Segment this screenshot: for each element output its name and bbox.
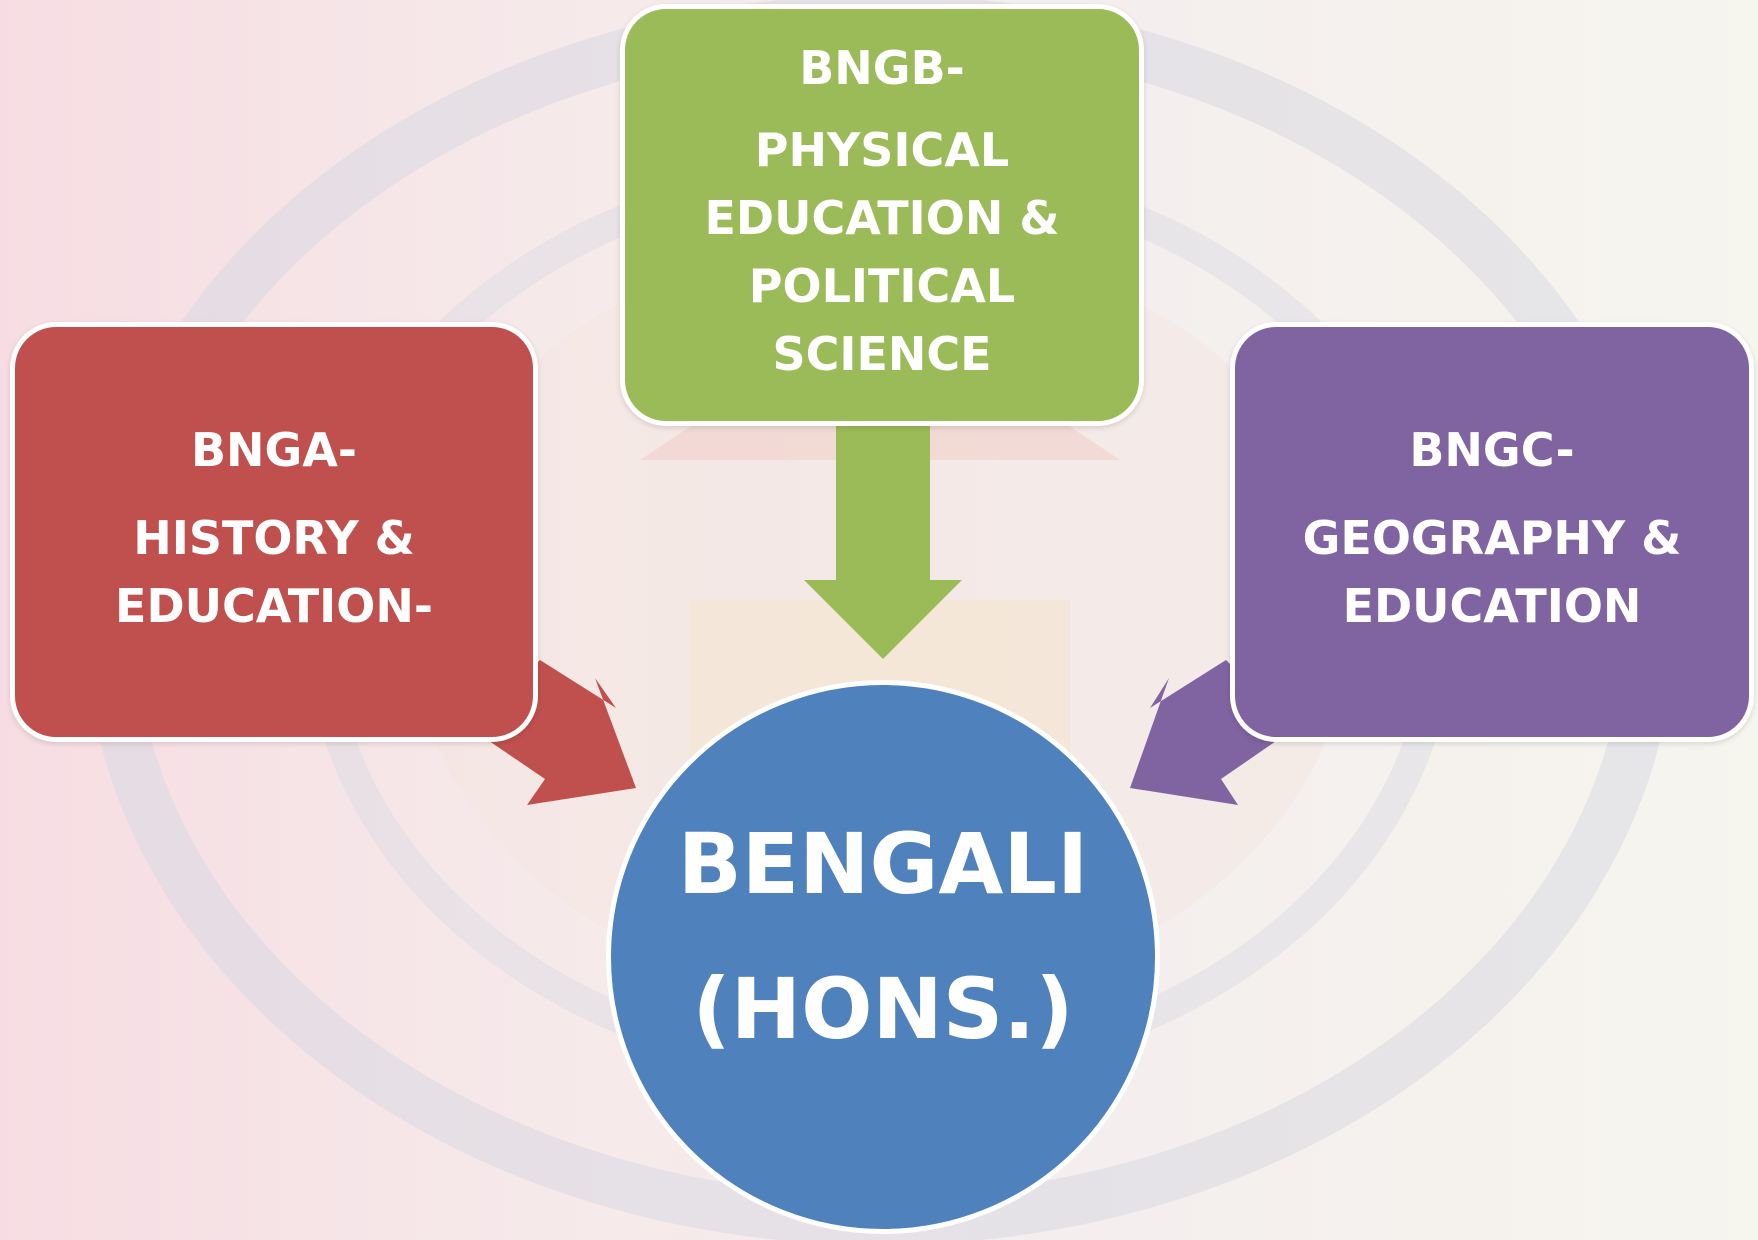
node-bnga: BNGA- HISTORY & EDUCATION- (10, 322, 538, 742)
node-bngc-code: BNGC- (1409, 422, 1575, 477)
node-bngc-subject: GEOGRAPHY & EDUCATION (1302, 511, 1682, 634)
center-node-bengali-hons: BENGALI (HONS.) (606, 680, 1160, 1234)
center-node-title: BENGALI (677, 815, 1089, 914)
node-bnga-subject: HISTORY & EDUCATION- (115, 511, 433, 634)
node-bngb-code: BNGB- (799, 40, 965, 95)
node-bngb: BNGB- PHYSICAL EDUCATION & POLITICAL SCI… (620, 4, 1144, 426)
node-bnga-code: BNGA- (190, 422, 357, 477)
node-bngb-subject: PHYSICAL EDUCATION & POLITICAL SCIENCE (704, 123, 1060, 382)
node-bngc: BNGC- GEOGRAPHY & EDUCATION (1230, 322, 1754, 742)
center-node-subtitle: (HONS.) (692, 960, 1074, 1058)
arrow-bngb-to-center (804, 426, 962, 659)
